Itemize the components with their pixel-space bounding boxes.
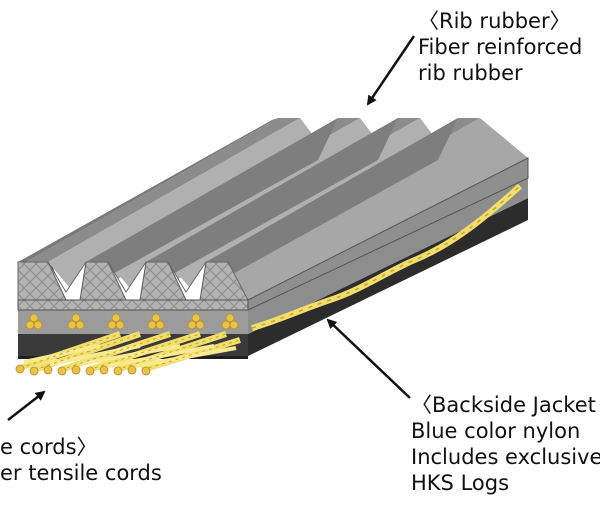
backside-arrow [326,318,411,399]
tensile-cords-label: e cords〉 er tensile cords [0,434,162,486]
tensile-arrow [7,390,46,421]
rib-rubber-heading: 〈Rib rubber〉 [418,9,571,33]
ribs [17,118,529,311]
backside-jacket-label: 〈Backside Jacket Blue color nylon Includ… [411,392,600,496]
tensile-cords-line1: er tensile cords [0,461,162,485]
tensile-cords-heading: e cords〉 [0,435,98,459]
rib-arrow [366,35,416,106]
rib-rubber-line2: rib rubber [418,61,523,85]
backside-jacket-line2: Includes exclusive [411,445,600,469]
backside-jacket-heading: 〈Backside Jacket [411,393,596,417]
cord-layer [18,178,528,334]
rib-rubber-label: 〈Rib rubber〉 Fiber reinforced rib rubber [418,8,582,86]
arrows [7,35,416,421]
rib-rubber-line1: Fiber reinforced [418,35,583,59]
tensile-cords [15,331,241,376]
backside-jacket-line1: Blue color nylon [411,419,581,443]
backside-jacket-line3: HKS Logs [411,471,510,495]
